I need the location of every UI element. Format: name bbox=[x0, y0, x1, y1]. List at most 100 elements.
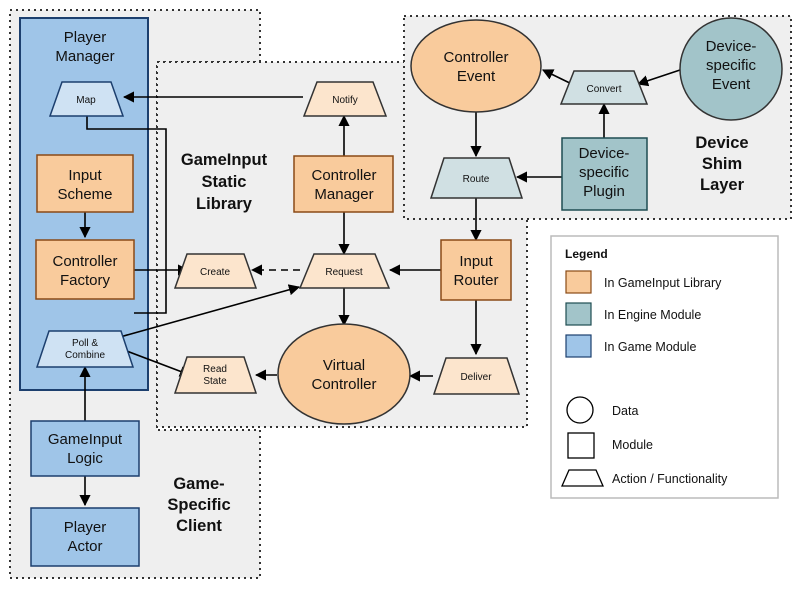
player-manager-line-1: Player bbox=[64, 29, 107, 46]
legend-label-library: In GameInput Library bbox=[604, 276, 722, 290]
deliver-action bbox=[432, 357, 521, 395]
controller-event-data bbox=[410, 19, 542, 113]
read-state-line-2: State bbox=[203, 376, 227, 387]
legend-label-module: Module bbox=[612, 438, 653, 452]
read-state-line-1: Read bbox=[203, 364, 227, 375]
legend-data-shape bbox=[566, 396, 594, 424]
legend-label-game: In Game Module bbox=[604, 340, 696, 354]
region-label-game-client-line-1: Game- bbox=[173, 475, 224, 493]
controller-manager-line-2: Manager bbox=[314, 186, 373, 203]
convert-action bbox=[559, 70, 649, 105]
player-actor-module bbox=[30, 507, 140, 567]
input-scheme-line-1: Input bbox=[68, 167, 102, 184]
region-label-static-library-line-3: Library bbox=[196, 195, 253, 213]
device-plugin-module bbox=[561, 137, 648, 211]
device-event-line-1: Device- bbox=[706, 38, 757, 55]
convert-line-1: Convert bbox=[586, 84, 621, 95]
request-line-1: Request bbox=[325, 267, 362, 278]
legend-label-engine: In Engine Module bbox=[604, 308, 701, 322]
player-actor-line-1: Player bbox=[64, 519, 107, 536]
player-actor-line-2: Actor bbox=[67, 538, 102, 555]
read-state-action bbox=[173, 356, 258, 394]
edge-deviceevent-convert bbox=[636, 69, 681, 87]
notify-line-1: Notify bbox=[332, 95, 358, 106]
controller-manager-module bbox=[293, 155, 394, 213]
legend: Legend In GameInput Library In Engine Mo… bbox=[550, 235, 779, 499]
route-label: Route bbox=[463, 174, 490, 185]
request-action bbox=[298, 253, 391, 289]
region-label-device-shim-line-1: Device bbox=[695, 134, 748, 152]
legend-title: Legend bbox=[565, 247, 608, 261]
edge-map-route bbox=[86, 116, 167, 314]
deliver-label: Deliver bbox=[460, 372, 492, 383]
region-label-game-client-line-2: Specific bbox=[167, 496, 230, 514]
input-router-line-2: Router bbox=[453, 272, 498, 289]
map-line-1: Map bbox=[76, 95, 96, 106]
input-router-line-1: Input bbox=[459, 253, 493, 270]
device-plugin-line-1: Device- bbox=[579, 145, 630, 162]
region-label-device-shim-line-3: Layer bbox=[700, 176, 745, 194]
gameinput-logic-line-2: Logic bbox=[67, 450, 103, 467]
device-event-line-3: Event bbox=[712, 76, 751, 93]
legend-label-data: Data bbox=[612, 404, 638, 418]
input-router-module bbox=[440, 239, 512, 301]
controller-event-line-1: Controller bbox=[443, 49, 508, 66]
convert-label: Convert bbox=[586, 84, 621, 95]
edge-poll-readstate bbox=[123, 349, 192, 377]
controller-manager-line-1: Controller bbox=[311, 167, 376, 184]
deliver-line-1: Deliver bbox=[460, 372, 492, 383]
region-label-static-library-line-1: GameInput bbox=[181, 151, 268, 169]
device-event-line-2: specific bbox=[706, 57, 757, 74]
controller-factory-line-2: Factory bbox=[60, 272, 111, 289]
route-line-1: Route bbox=[463, 174, 490, 185]
legend-swatch-library bbox=[565, 270, 592, 294]
notify-action bbox=[302, 81, 388, 117]
controller-event-line-2: Event bbox=[457, 68, 496, 85]
notify-label: Notify bbox=[332, 95, 358, 106]
legend-swatch-game bbox=[565, 334, 592, 358]
legend-swatch-engine bbox=[565, 302, 592, 326]
legend-module-shape bbox=[567, 432, 595, 459]
request-label: Request bbox=[325, 267, 362, 278]
region-label-static-library-line-2: Static bbox=[202, 173, 247, 191]
device-plugin-line-2: specific bbox=[579, 164, 630, 181]
controller-factory-line-1: Controller bbox=[52, 253, 117, 270]
create-label: Create bbox=[200, 267, 230, 278]
controller-factory-module bbox=[35, 239, 135, 300]
virtual-controller-line-1: Virtual bbox=[323, 357, 365, 374]
virtual-controller-line-2: Controller bbox=[311, 376, 376, 393]
legend-action-shape bbox=[561, 469, 604, 487]
gameinput-logic-module bbox=[30, 420, 140, 477]
player-manager-line-2: Manager bbox=[55, 48, 114, 65]
legend-label-action: Action / Functionality bbox=[612, 472, 728, 486]
poll-combine-line-2: Combine bbox=[65, 350, 105, 361]
virtual-controller-data bbox=[277, 323, 411, 425]
poll-combine-action bbox=[35, 330, 135, 368]
create-action bbox=[173, 253, 258, 289]
input-scheme-line-2: Scheme bbox=[57, 186, 112, 203]
region-label-device-shim-line-2: Shim bbox=[702, 155, 742, 173]
region-label-game-client-line-3: Client bbox=[176, 517, 222, 535]
gameinput-logic-line-1: GameInput bbox=[48, 431, 123, 448]
device-plugin-line-3: Plugin bbox=[583, 183, 625, 200]
device-event-data bbox=[679, 17, 783, 121]
map-action bbox=[48, 81, 125, 117]
map-label: Map bbox=[76, 95, 96, 106]
